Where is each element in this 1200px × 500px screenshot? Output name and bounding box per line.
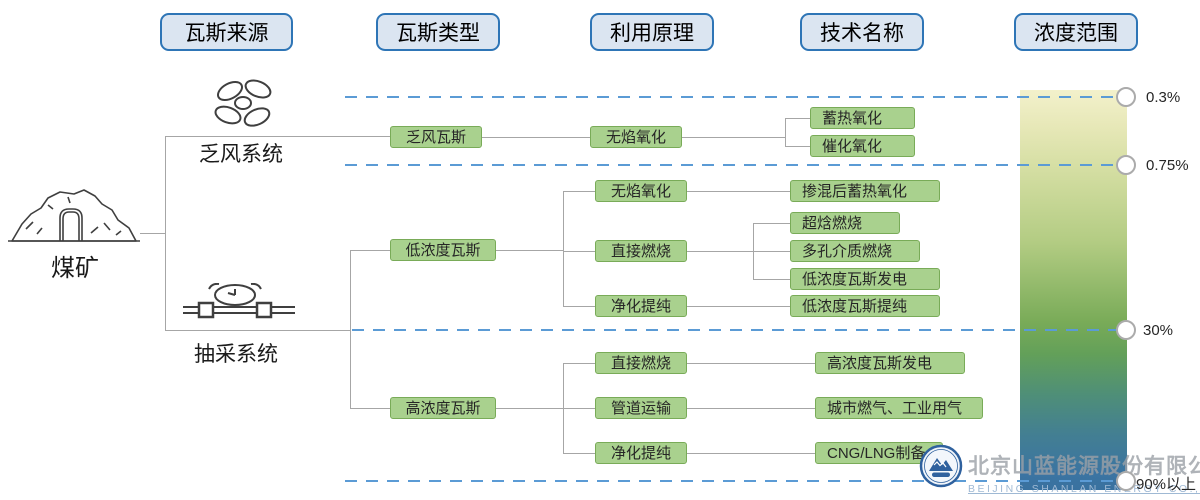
header-gas-type: 瓦斯类型 [376,13,500,51]
node-pipeline-transport: 管道运输 [595,397,687,419]
node-city-industrial-gas: 城市燃气、工业用气 [815,397,983,419]
connector-line [563,251,595,252]
connector-line [563,453,595,454]
company-logo [919,444,963,488]
threshold-dash-line [352,329,1116,331]
connector-line [350,250,390,251]
header-principle: 利用原理 [590,13,714,51]
connector-line [563,408,595,409]
node-catalytic-oxidation: 催化氧化 [810,135,915,157]
connector-line [687,453,815,454]
ventilation-system-label: 乏风系统 [199,143,283,166]
connector-line [563,191,595,192]
connector-line [687,191,790,192]
connector-line [563,306,595,307]
concentration-gradient-bar [1020,90,1127,490]
node-purification-high: 净化提纯 [595,442,687,464]
threshold-label-0-75: 0.75% [1146,157,1189,174]
node-direct-combustion-low: 直接燃烧 [595,240,687,262]
connector-line [753,223,790,224]
node-low-concentration-gas: 低浓度瓦斯 [390,239,496,261]
connector-line [496,250,563,251]
node-cng-lng-production: CNG/LNG制备 [815,442,943,464]
threshold-dash-line [345,96,1116,98]
company-name-cn: 北京山蓝能源股份有限公司 [968,455,1200,478]
connector-line [165,330,350,331]
threshold-dash-line [345,480,1116,482]
connector-line [753,251,790,252]
connector-line [563,363,595,364]
connector-line [785,146,810,147]
connector-line [165,136,166,331]
node-purification-low: 净化提纯 [595,295,687,317]
connector-line [687,306,790,307]
threshold-marker [1116,320,1136,340]
threshold-marker [1116,155,1136,175]
node-ventilation-gas: 乏风瓦斯 [390,126,482,148]
connector-line [140,233,165,234]
header-gas-source: 瓦斯来源 [160,13,293,51]
threshold-marker [1116,471,1136,491]
threshold-label-30: 30% [1143,322,1174,339]
coal-mine-icon [8,189,140,242]
threshold-marker [1116,87,1136,107]
header-concentration: 浓度范围 [1014,13,1138,51]
connector-line [682,137,785,138]
drainage-system-label: 抽采系统 [194,343,278,366]
node-flameless-oxidation-1: 无焰氧化 [590,126,682,148]
connector-line [785,118,810,119]
node-mixed-regenerative-oxidation: 掺混后蓄热氧化 [790,180,940,202]
node-super-enthalpy-combustion: 超焓燃烧 [790,212,900,234]
connector-line [563,191,564,307]
header-technology: 技术名称 [800,13,924,51]
connector-line [482,137,590,138]
company-name-en: BEIJING SHANLAN ENERGY CO., LTD [968,483,1200,495]
threshold-label-90-plus: 90%以上 [1136,476,1197,493]
threshold-dash-line [345,164,1116,166]
node-direct-combustion-high: 直接燃烧 [595,352,687,374]
connector-line [687,363,815,364]
node-porous-media-combustion: 多孔介质燃烧 [790,240,920,262]
connector-line [687,408,815,409]
connector-line [350,408,390,409]
node-high-gas-power-generation: 高浓度瓦斯发电 [815,352,965,374]
node-flameless-oxidation-2: 无焰氧化 [595,180,687,202]
connector-line [496,408,563,409]
connector-line [350,250,351,408]
node-high-concentration-gas: 高浓度瓦斯 [390,397,496,419]
drainage-pipe-icon [183,283,295,319]
connector-line [165,136,390,137]
connector-line [687,251,753,252]
coal-mine-label: 煤矿 [51,255,99,282]
ventilation-fan-icon [214,79,272,127]
connector-line [753,279,790,280]
connector-line [785,118,786,147]
threshold-label-0-3: 0.3% [1146,89,1181,106]
company-watermark: 北京山蓝能源股份有限公司 BEIJING SHANLAN ENERGY CO.,… [968,450,1200,495]
node-low-gas-purification: 低浓度瓦斯提纯 [790,295,940,317]
node-low-gas-power-generation: 低浓度瓦斯发电 [790,268,940,290]
node-regenerative-oxidation: 蓄热氧化 [810,107,915,129]
